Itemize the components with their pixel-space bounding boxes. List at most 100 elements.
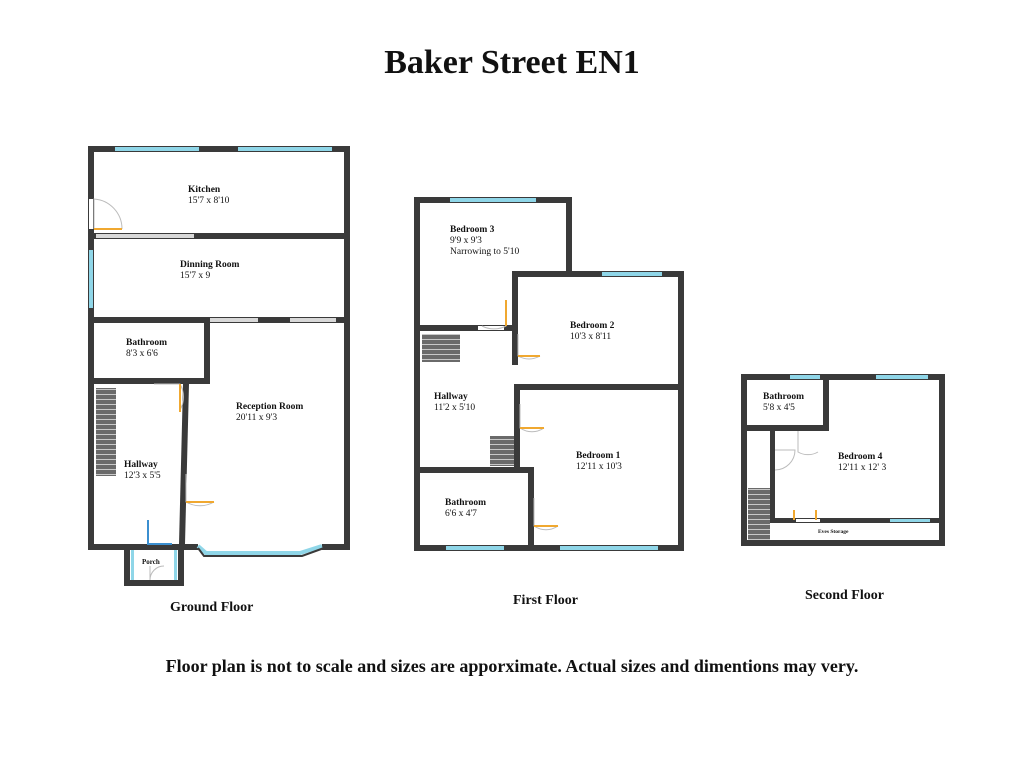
- room-label-bedroom-3: Bedroom 3 9'9 x 9'3 Narrowing to 5'10: [450, 225, 519, 258]
- room-name: Bathroom: [126, 338, 167, 348]
- second-floor-doors: [774, 431, 819, 520]
- second-floor-plan: [741, 374, 945, 546]
- wall: [88, 378, 210, 384]
- window: [478, 326, 504, 330]
- room-name: Reception Room: [236, 402, 304, 412]
- window: [89, 199, 93, 229]
- door-swing: [147, 520, 172, 545]
- room-dimensions: 9'9 x 9'3: [450, 236, 482, 246]
- wall: [414, 545, 684, 551]
- room-label-hallway-first: Hallway 11'2 x 5'10: [434, 392, 475, 414]
- wall: [179, 384, 189, 544]
- window: [446, 546, 504, 550]
- wall: [512, 271, 518, 325]
- wall: [322, 544, 350, 550]
- room-label-porch: Porch: [142, 558, 160, 566]
- window: [796, 519, 820, 522]
- page-title: Baker Street EN1: [384, 44, 640, 81]
- door-swing: [774, 449, 796, 471]
- room-label-bedroom-4: Bedroom 4 12'11 x 12' 3: [838, 452, 886, 474]
- window: [89, 250, 93, 308]
- wall: [204, 317, 210, 383]
- room-dimensions: 12'11 x 12' 3: [838, 463, 887, 473]
- window: [96, 234, 194, 238]
- floor-label-first: First Floor: [513, 593, 578, 608]
- wall: [741, 374, 945, 380]
- second-floor-windows: [790, 375, 930, 522]
- staircase: [748, 488, 770, 540]
- ground-floor-doors: [93, 198, 215, 581]
- door-swing: [481, 300, 507, 330]
- staircase: [422, 334, 460, 362]
- wall: [88, 146, 94, 550]
- room-dimensions: 8'3 x 6'6: [126, 349, 158, 359]
- room-dimensions: 6'6 x 4'7: [445, 509, 477, 519]
- room-name: Bedroom 2: [570, 321, 615, 331]
- room-name: Kitchen: [188, 185, 221, 195]
- bay-window-frame: [197, 547, 325, 557]
- room-name: Bathroom: [763, 392, 804, 402]
- room-dimensions: 15'7 x 9: [180, 271, 211, 281]
- room-note: Narrowing to 5'10: [450, 247, 520, 257]
- wall: [747, 425, 823, 431]
- ground-floor-plan: [88, 146, 350, 586]
- room-label-bedroom-1: Bedroom 1 12'11 x 10'3: [576, 451, 622, 473]
- window: [210, 318, 258, 322]
- wall: [774, 518, 939, 523]
- room-label-eves-storage: Eves Storage: [818, 529, 849, 535]
- door-swing: [185, 474, 215, 507]
- floor-label-second: Second Floor: [805, 588, 884, 603]
- room-dimensions: 12'11 x 10'3: [576, 462, 622, 472]
- window: [876, 375, 928, 379]
- room-label-dining: Dinning Room 15'7 x 9: [180, 260, 239, 282]
- floor-label-ground: Ground Floor: [170, 600, 254, 615]
- wall: [414, 467, 530, 473]
- room-label-bedroom-2: Bedroom 2 10'3 x 8'11: [570, 321, 614, 343]
- room-label-bathroom-second: Bathroom 5'8 x 4'5: [763, 392, 804, 414]
- window: [450, 198, 536, 202]
- door-swing: [533, 498, 559, 531]
- staircase: [490, 436, 514, 466]
- room-name: Hallway: [124, 460, 158, 470]
- first-floor-doors: [481, 300, 559, 531]
- wall: [823, 374, 829, 431]
- window: [174, 550, 177, 580]
- wall: [344, 146, 350, 550]
- bay-window: [196, 544, 323, 555]
- ground-floor-windows: [89, 147, 336, 580]
- wall: [566, 197, 572, 275]
- window: [890, 519, 930, 522]
- wall: [178, 550, 184, 586]
- room-name: Bathroom: [445, 498, 486, 508]
- wall: [528, 467, 534, 551]
- room-dimensions: 11'2 x 5'10: [434, 403, 476, 413]
- window: [290, 318, 336, 322]
- room-dimensions: 12'3 x 5'5: [124, 471, 161, 481]
- room-label-reception: Reception Room 20'11 x 9'3: [236, 402, 303, 424]
- room-dimensions: 10'3 x 8'11: [570, 332, 612, 342]
- window: [602, 272, 662, 276]
- room-label-bathroom-ground: Bathroom 8'3 x 6'6: [126, 338, 167, 360]
- room-name: Dinning Room: [180, 260, 240, 270]
- window: [131, 550, 134, 580]
- wall: [514, 384, 520, 470]
- window: [115, 147, 199, 151]
- wall: [939, 374, 945, 546]
- window: [560, 546, 658, 550]
- room-label-kitchen: Kitchen 15'7 x 8'10: [188, 185, 229, 207]
- wall: [518, 384, 684, 390]
- room-dimensions: 20'11 x 9'3: [236, 413, 278, 423]
- wall: [741, 374, 747, 546]
- door-swing: [797, 431, 819, 456]
- room-dimensions: 5'8 x 4'5: [763, 403, 795, 413]
- window: [238, 147, 332, 151]
- wall: [678, 271, 684, 551]
- wall: [512, 325, 518, 365]
- room-name: Bedroom 1: [576, 451, 621, 461]
- window: [790, 375, 820, 379]
- wall: [414, 197, 420, 551]
- disclaimer-text: Floor plan is not to scale and sizes are…: [165, 656, 859, 676]
- staircase: [96, 388, 116, 476]
- wall: [88, 146, 350, 152]
